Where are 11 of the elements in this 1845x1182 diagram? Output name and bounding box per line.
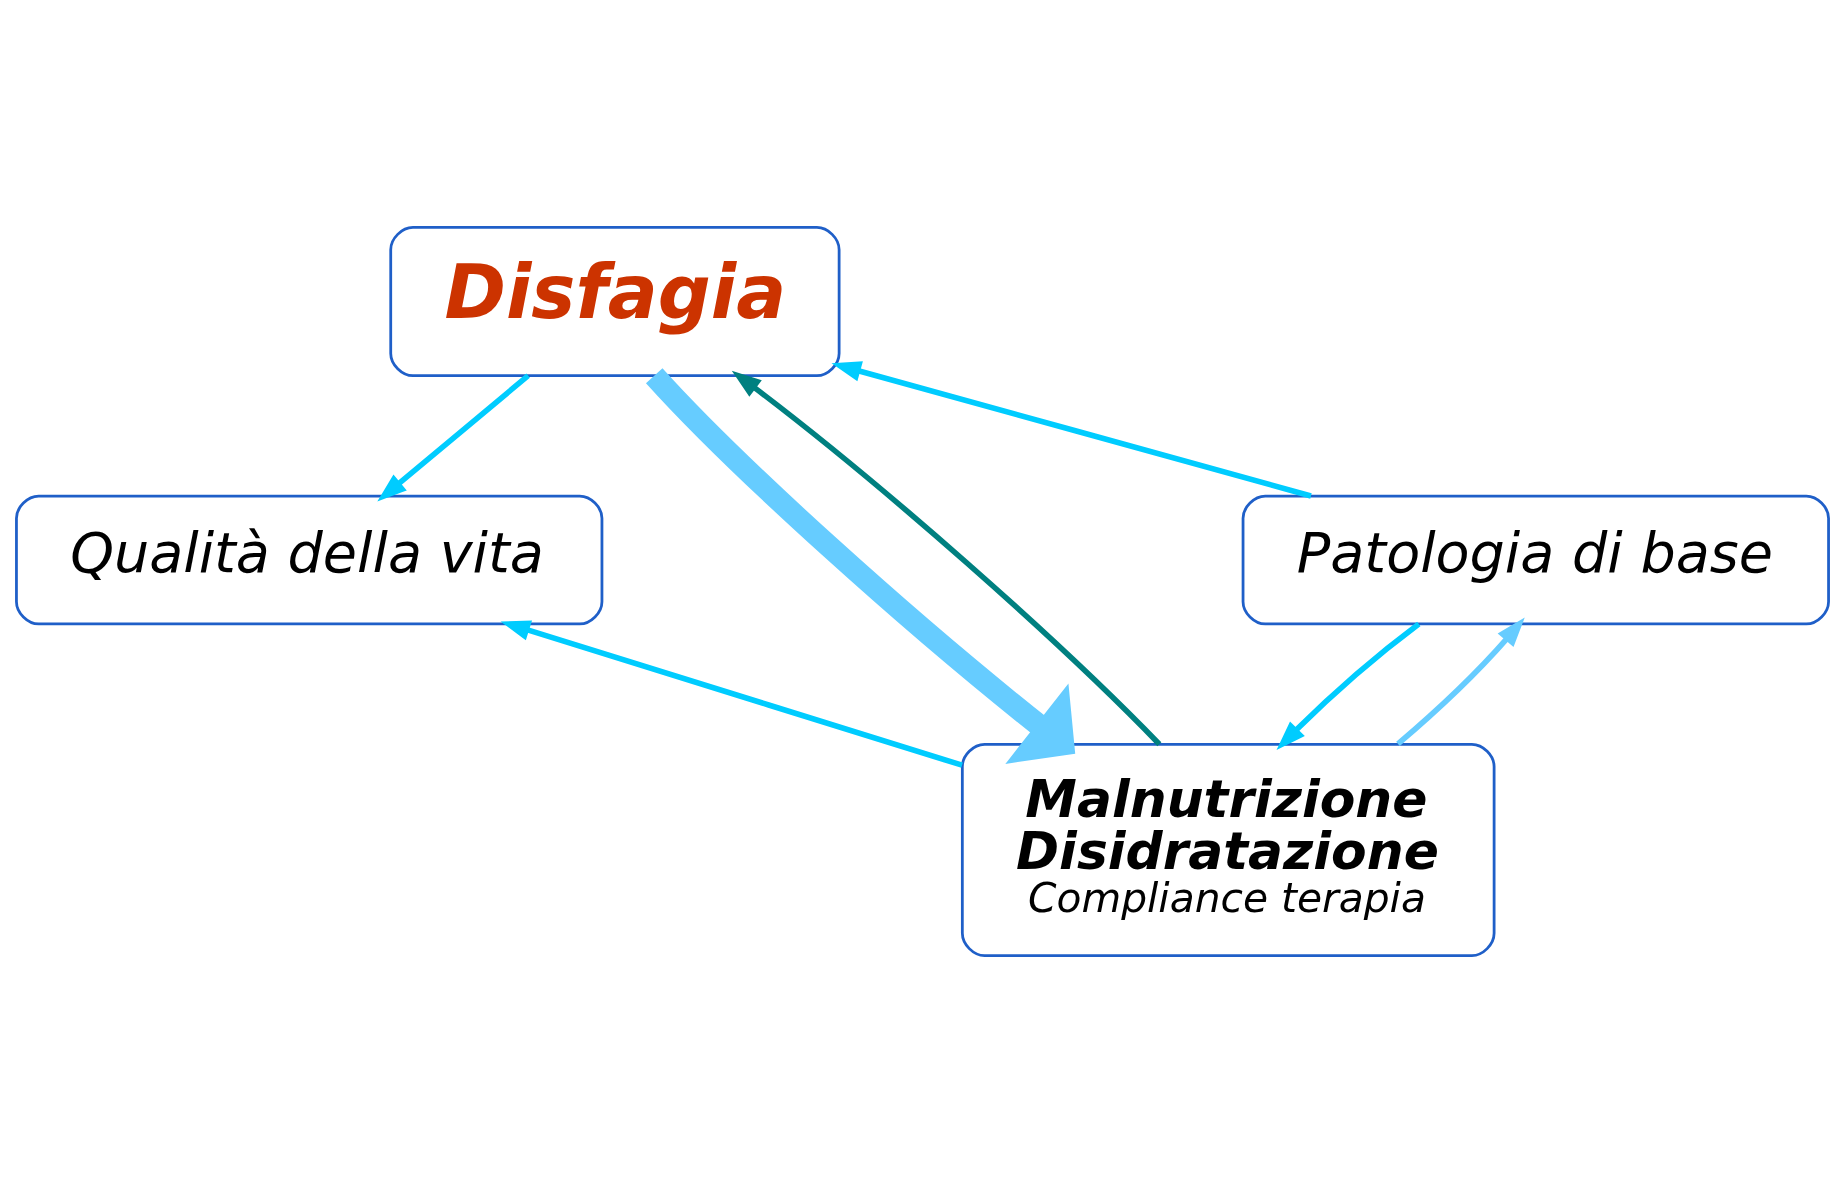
node-box: Qualità della vita — [15, 494, 604, 625]
arrow — [1396, 617, 1525, 746]
node-box: Malnutrizione Disidratazione Compliance terapia — [960, 742, 1496, 957]
arrow — [831, 360, 1312, 499]
node-box: Patologia di base — [1241, 494, 1830, 625]
arrow — [1276, 621, 1421, 750]
arrow — [500, 619, 963, 768]
arrow — [377, 373, 530, 501]
node-box: Disfagia — [389, 225, 841, 377]
arrow — [731, 370, 1162, 746]
arrow — [646, 367, 1076, 764]
